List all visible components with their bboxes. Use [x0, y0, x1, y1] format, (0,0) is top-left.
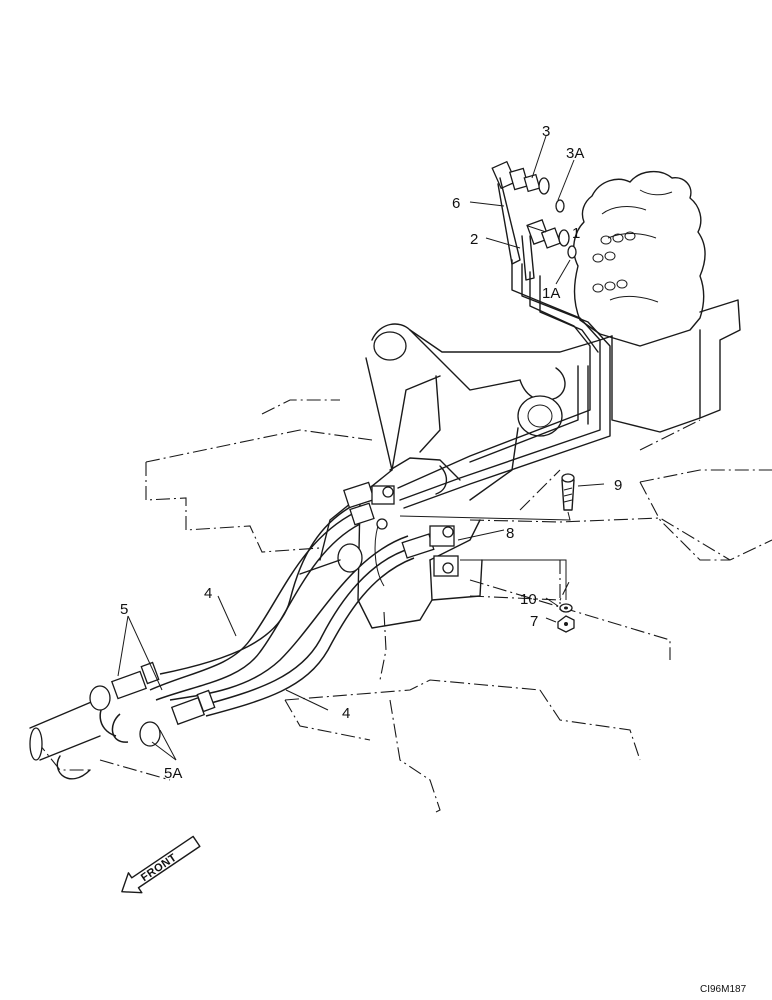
- pump-fittings: [491, 160, 577, 281]
- boom-bracket: [319, 323, 613, 629]
- pump-block: [573, 171, 741, 433]
- front-direction-arrow-icon: FRONT: [121, 835, 201, 894]
- drawing-code: CI96M187: [700, 984, 747, 995]
- callout-3a: 3A: [566, 145, 584, 162]
- callout-2: 2: [470, 231, 478, 248]
- callout-4-lower: 4: [342, 705, 350, 722]
- callout-1a: 1A: [542, 285, 560, 302]
- leader-lines: [117, 135, 605, 761]
- callout-1: 1: [572, 225, 580, 242]
- front-arrow-label: FRONT: [139, 852, 179, 885]
- steel-pipes: [397, 259, 611, 509]
- hardware-parts: [399, 473, 575, 633]
- hose-assemblies: [99, 499, 415, 743]
- callout-labels: 3 3A 6 1 2 1A 9 8 4 10 7 5 4 5A: [120, 123, 622, 782]
- callout-5a: 5A: [164, 765, 182, 782]
- track-frame-outline: [35, 399, 772, 813]
- bracket-fittings: [299, 481, 459, 577]
- lower-cross-tube: [29, 699, 101, 780]
- callout-3: 3: [542, 123, 550, 140]
- hose-end-fittings: [89, 661, 216, 747]
- callout-7: 7: [530, 613, 538, 630]
- callout-9: 9: [614, 477, 622, 494]
- callout-10: 10: [520, 591, 537, 608]
- callout-6: 6: [452, 195, 460, 212]
- callout-5: 5: [120, 601, 128, 618]
- callout-4-upper: 4: [204, 585, 212, 602]
- callout-8: 8: [506, 525, 514, 542]
